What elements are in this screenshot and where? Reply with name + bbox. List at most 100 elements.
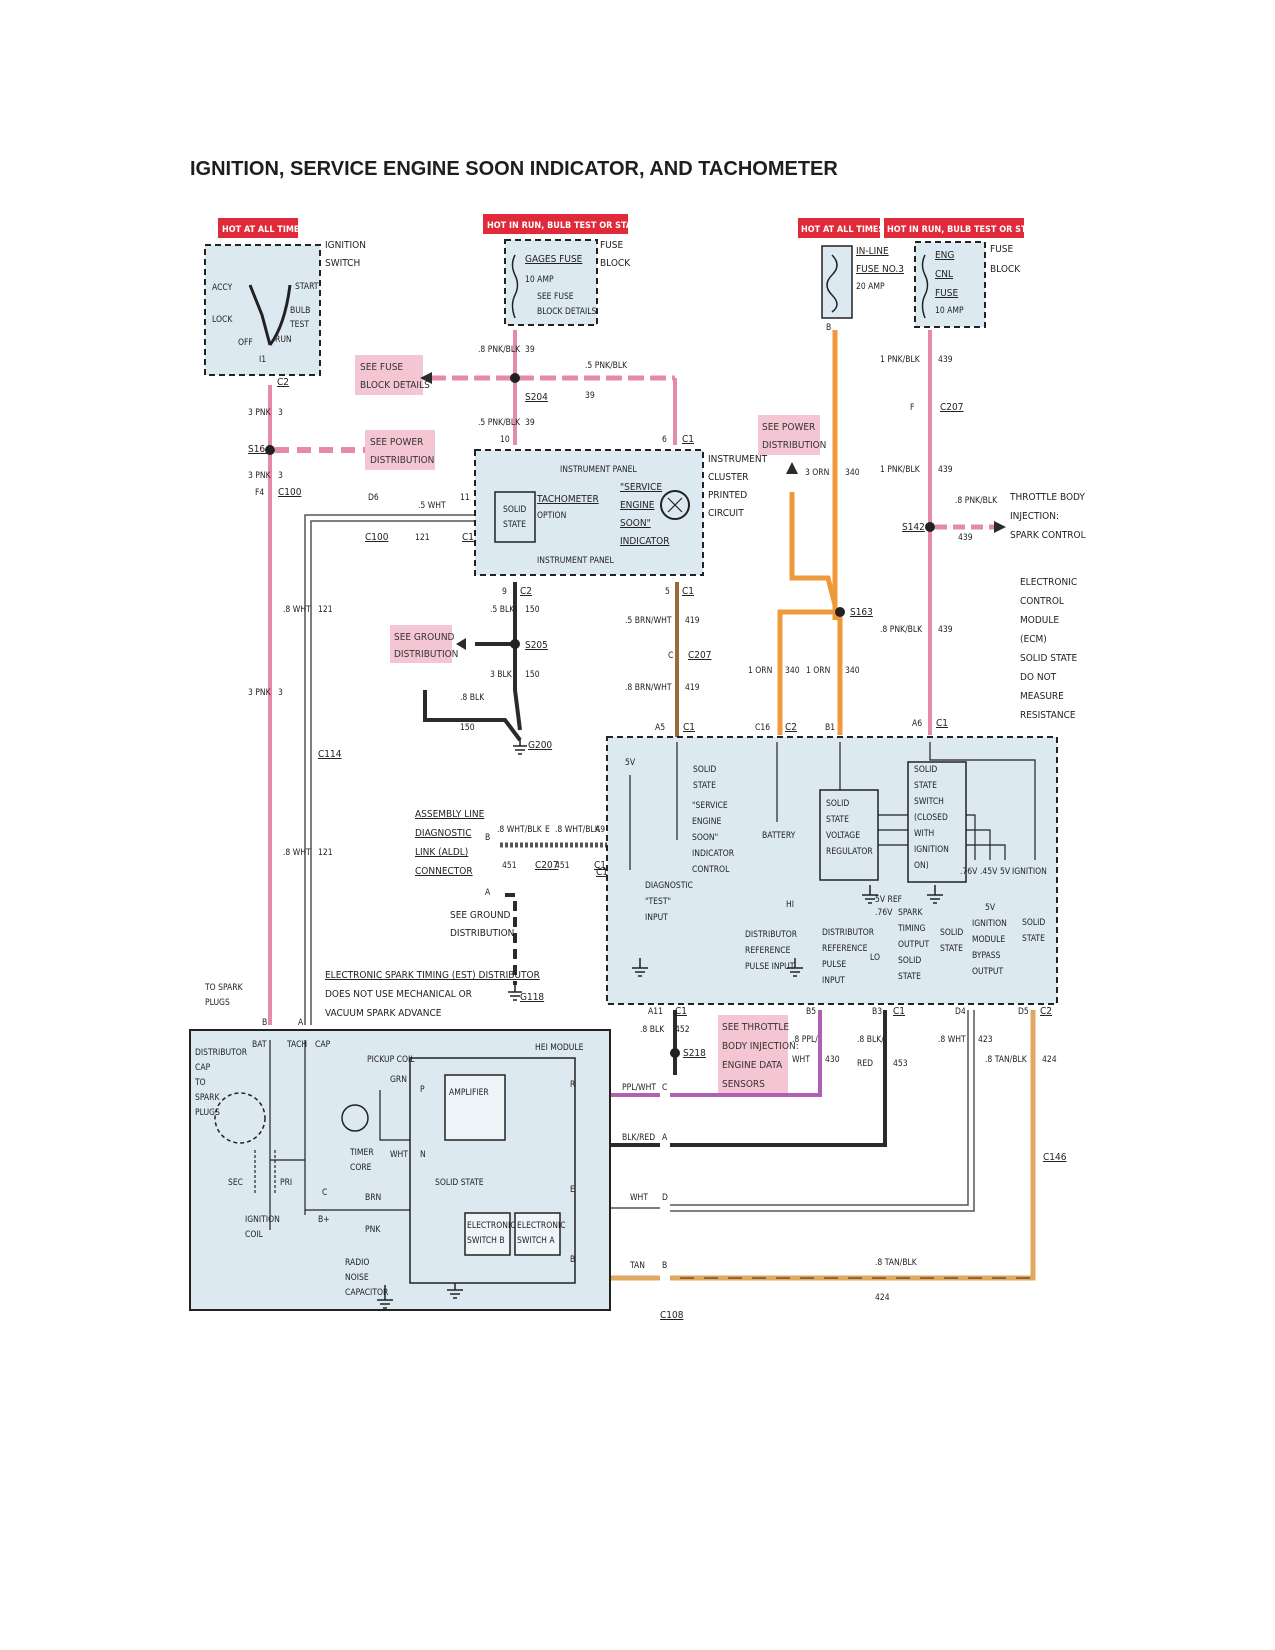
dist-sec: SEC [228,1178,243,1188]
splice-s205 [510,639,520,649]
lbl-453: 453 [893,1059,908,1069]
ecm-ses-3: SOON" [692,833,718,843]
conn-c1e: C1 [936,718,948,729]
amplifier-box [444,1074,506,1141]
lbl-1pnkblk1: 1 PNK/BLK [880,355,921,365]
conn-c207a: C207 [688,650,711,661]
lbl-1orn1: 1 ORN [748,666,772,676]
lbl-423: 423 [978,1035,993,1045]
gages-fuse-symbol [511,254,519,319]
dist-conn-d: D [662,1193,668,1203]
splice-s142 [925,522,935,532]
ecm-ss-1: SOLID [940,928,963,938]
conn-c1a: C1 [462,532,474,543]
ecm-ground-icon-4 [862,885,878,904]
ecm-sw-6: IGNITION [914,845,949,855]
ecm-ground-icon-1 [632,958,648,977]
conn-c207c: C207 [535,860,558,871]
dist-pickup-coil: PICKUP COIL [367,1055,415,1065]
tach-label: TACHOMETER [536,494,599,505]
ecm-ses-4: INDICATOR [692,849,735,859]
ecm-dr-7: INPUT [822,976,845,986]
ecm-ground-icon-3 [927,885,943,904]
lbl-340c: 340 [845,666,860,676]
ecm-byp-2: MODULE [972,935,1005,945]
eng-fuse-block-2: BLOCK [990,264,1021,275]
cluster-label-4: CIRCUIT [708,508,744,519]
ecm-sw-7: ON) [914,861,929,871]
dist-bat: BAT [252,1040,267,1050]
lbl-340b: 340 [785,666,800,676]
dist-hei-module: HEI MODULE [535,1043,584,1053]
ses-bulb-filament [667,497,683,513]
ecm-reg-4: REGULATOR [826,847,873,857]
inline-fuse-symbol [826,254,838,313]
note-see-tbi [718,1015,788,1093]
cluster-ses-1: "SERVICE [620,482,662,493]
dist-blk-red: BLK/RED [622,1133,655,1143]
lbl-39c: 39 [525,418,535,428]
ecm-ground-icon-2 [787,958,803,977]
dist-pin-a: A [298,1018,304,1028]
note-see-power-2: DISTRIBUTION [370,455,434,466]
ecm-state-1: STATE [693,781,716,791]
dist-conn-c: C [662,1083,667,1093]
distributor-internal-wiring [269,1040,410,1230]
cluster-label-3: PRINTED [708,490,747,501]
ecm-spark-1: SPARK [898,908,923,918]
conn-c2a: C2 [520,586,532,597]
conn-c2c: C2 [1040,1006,1052,1017]
ecm-byp-1: IGNITION [972,919,1007,929]
conn-f4: F4 [255,488,264,498]
conn-a11: A11 [648,1007,663,1017]
note-see-power-r2: DISTRIBUTION [762,440,826,451]
dist-conn-b: B [662,1261,667,1271]
ecm-dr-5: REFERENCE [822,944,868,954]
dist-pnk: PNK [365,1225,381,1235]
conn-pin9: 9 [502,587,507,597]
ecm-ss-4: STATE [1022,934,1045,944]
distributor-cap-icon [214,1092,266,1144]
dist-cap-3: TO [194,1078,206,1088]
dist-brn: BRN [365,1193,381,1203]
tag-hot-left [218,218,298,238]
conn-c146: C146 [1043,1152,1067,1163]
lbl-439d: 439 [938,625,953,635]
ecm-sw-2: STATE [914,781,937,791]
arrow-power-right [786,462,798,474]
conn-a6: A6 [912,719,922,729]
lbl-439b: 439 [938,465,953,475]
dist-to-spark-1: TO SPARK [204,983,244,993]
dist-cap-5: PLUGS [195,1108,220,1118]
conn-pin-e: E [545,825,550,835]
dist-wht: WHT [390,1150,408,1160]
lbl-150a: 150 [525,605,540,615]
inline-fuse-l1: IN-LINE [856,246,889,257]
diagram-title: IGNITION, SERVICE ENGINE SOON INDICATOR,… [190,158,838,180]
ecm-label-1: ELECTRONIC [1020,577,1077,588]
ground-g118-icon [508,985,522,1001]
wire-aldl-ground [505,893,517,985]
note-see-ground-b2: DISTRIBUTION [450,928,514,939]
ign-label-2: SWITCH [325,258,360,269]
conn-c1d: C1 [683,722,695,733]
wire-453 [670,1010,887,1147]
wire-150 [513,582,522,731]
lbl-8pnkblk3: .8 PNK/BLK [880,625,923,635]
est-label-2: DOES NOT USE MECHANICAL OR [325,989,472,1000]
dist-ppl-wht: PPL/WHT [622,1083,656,1093]
ecm-battery: BATTERY [762,831,796,841]
note-tbi-1: THROTTLE BODY [1009,492,1085,503]
note-see-fuse-block-1: SEE FUSE [360,362,403,373]
lbl-1orn2: 1 ORN [806,666,830,676]
lbl-8whtblk1: .8 WHT/BLK [497,825,543,835]
note-see-tbi-2: BODY INJECTION: [722,1041,799,1052]
lbl-430: 430 [825,1055,840,1065]
arrow-fuse-block [420,372,432,384]
wire-423a [670,1010,969,1206]
ecm-sw-4: (CLOSED [914,813,948,823]
dist-timer-2: CORE [350,1163,372,1173]
gages-fuse-name: GAGES FUSE [525,254,583,265]
dist-c: C [322,1188,327,1198]
ign-lock: LOCK [212,315,233,325]
